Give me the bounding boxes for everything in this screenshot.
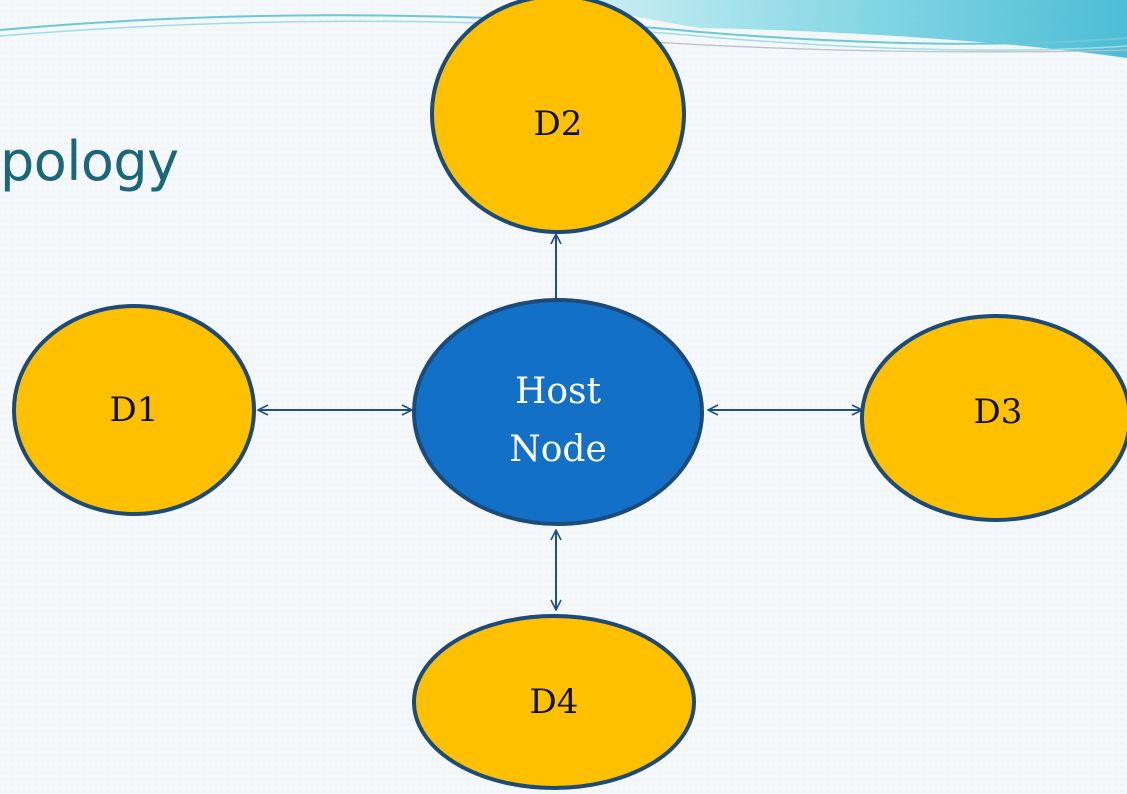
node-d1-shape bbox=[12, 304, 256, 516]
connectors bbox=[258, 234, 862, 610]
node-d3-shape bbox=[860, 314, 1127, 522]
node-d2-label: D2 bbox=[534, 104, 583, 144]
swoosh-line-3 bbox=[619, 39, 1127, 53]
node-d4-label: D4 bbox=[530, 682, 579, 722]
node-d4: D4 bbox=[412, 614, 696, 790]
node-d1-label: D1 bbox=[110, 390, 159, 430]
node-d2-shape bbox=[430, 0, 686, 234]
node-d1: D1 bbox=[12, 304, 256, 516]
node-d3: D3 bbox=[860, 314, 1127, 522]
node-host-label-line-1: Host bbox=[515, 371, 602, 412]
swoosh-band bbox=[560, 0, 1127, 58]
node-host-label-line-2: Node bbox=[509, 429, 607, 470]
node-d2: D2 bbox=[430, 0, 686, 234]
node-d4-shape bbox=[412, 614, 696, 790]
node-host-shape bbox=[412, 298, 704, 526]
node-host: Host Node bbox=[412, 298, 704, 526]
slide-title: pology bbox=[0, 130, 179, 193]
node-d3-label: D3 bbox=[974, 392, 1023, 432]
swoosh-line-2 bbox=[0, 20, 1127, 51]
